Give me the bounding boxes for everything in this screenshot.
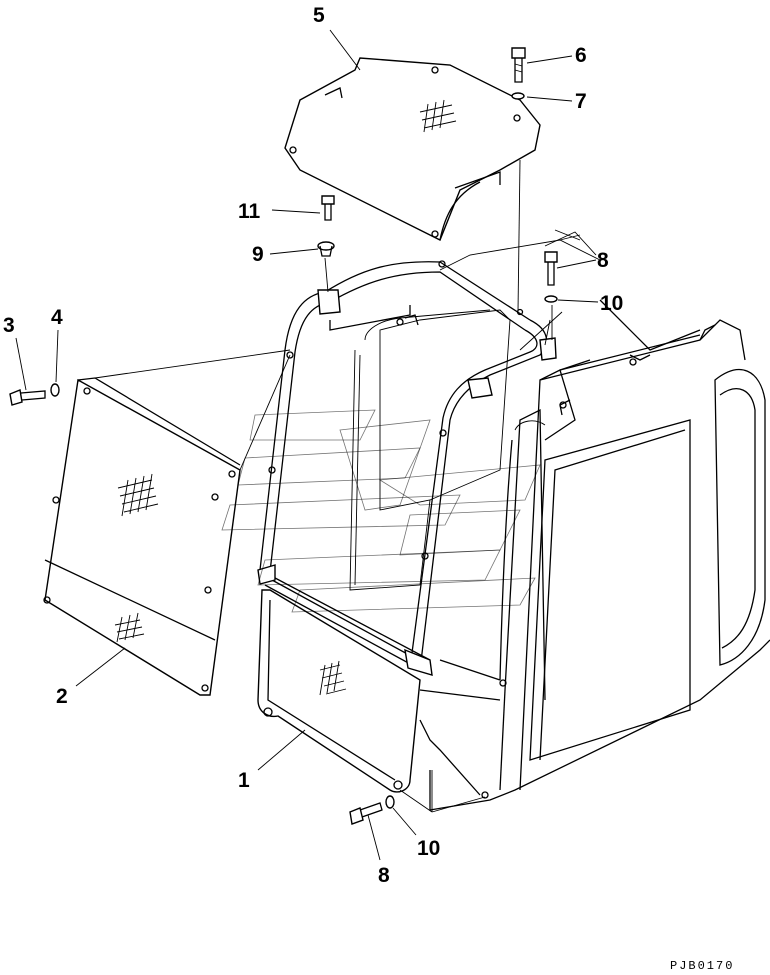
drawing-code: PJB0170 [670,959,734,973]
callout-4: 4 [51,306,63,329]
bolt-6 [511,47,526,83]
bolt-3 [9,389,46,406]
callout-1: 1 [238,769,250,792]
callout-8-top: 8 [597,249,609,272]
leader-lines [15,29,599,861]
callout-9: 9 [252,243,264,266]
washer-10-bottom [385,795,395,809]
bolt-8-bottom [349,802,383,825]
callout-7: 7 [575,90,587,113]
bolt-8-top [544,251,558,286]
spacer-9 [317,241,335,257]
fasteners [9,47,558,825]
washer-10-top [544,295,558,303]
callout-10-top: 10 [600,292,623,315]
callout-3: 3 [3,314,15,337]
callout-6: 6 [575,44,587,67]
callout-2: 2 [56,685,68,708]
callout-11: 11 [238,200,261,223]
part-5-top-guard [284,57,541,241]
washer-7 [511,92,525,100]
guard-tube-frame [257,260,637,676]
part-2-side-guard [43,349,291,696]
washer-4 [50,383,60,397]
install-lines [324,159,581,813]
cab-frame [349,234,770,811]
watermark [221,409,541,613]
callout-5: 5 [313,4,325,27]
callout-10-bottom: 10 [417,837,440,860]
callout-8-bottom: 8 [378,864,390,887]
bolt-11 [321,195,335,221]
part-1-front-guard [257,589,421,793]
callouts: 1 2 3 4 5 6 7 8 8 9 10 10 11 [3,4,623,887]
